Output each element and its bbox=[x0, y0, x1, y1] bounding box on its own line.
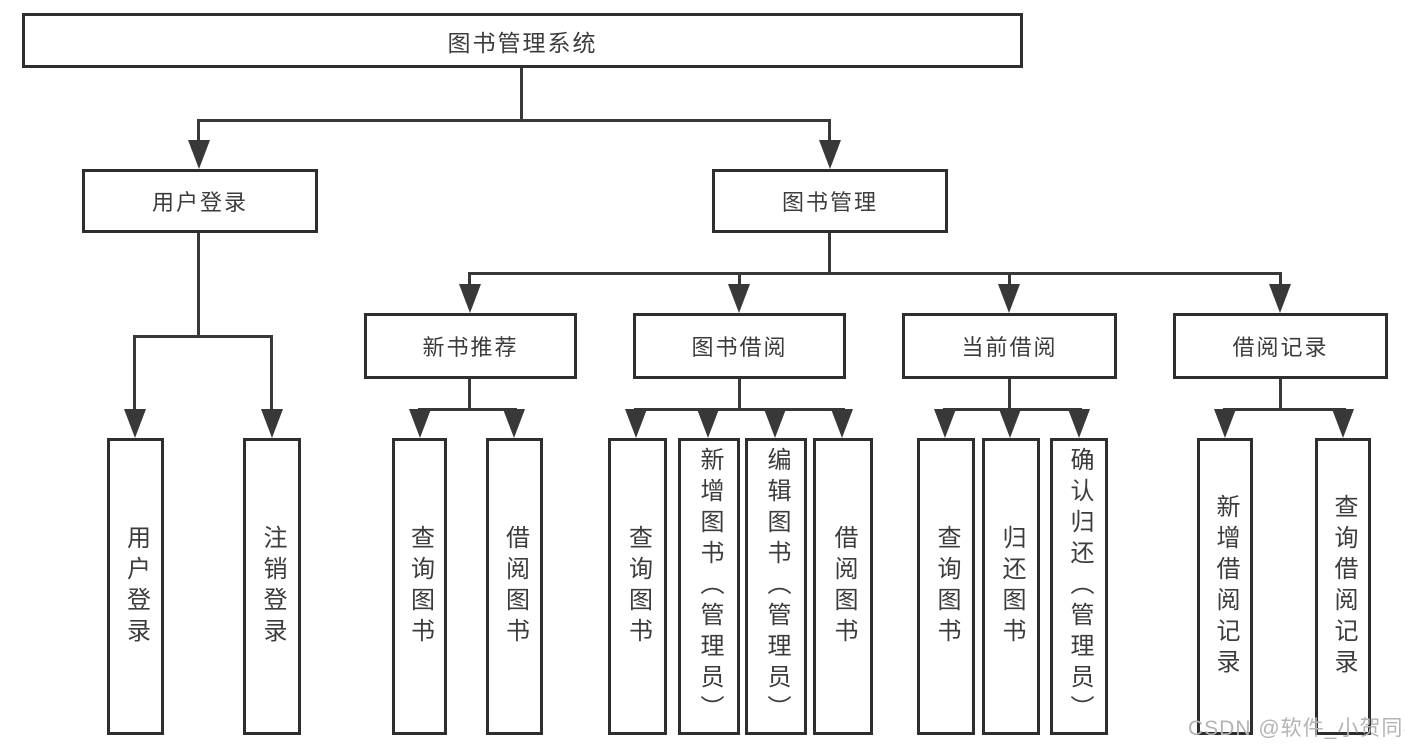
leaf-user-login-label: 用户登录 bbox=[122, 524, 150, 649]
node-current-borrow-label: 当前借阅 bbox=[961, 335, 1058, 360]
connector-vline bbox=[1008, 379, 1011, 410]
connector-vline bbox=[197, 119, 200, 151]
leaf-cb-confirm-return-label: 确认归还（管理员） bbox=[1066, 447, 1093, 726]
leaf-bb-add-book: 新增图书（管理员） bbox=[678, 438, 740, 735]
node-book-borrow-label: 图书借阅 bbox=[691, 335, 788, 360]
node-user-login-label: 用户登录 bbox=[151, 190, 248, 215]
arrowhead-down-icon bbox=[625, 409, 647, 438]
leaf-bb-query-book: 查询图书 bbox=[608, 438, 667, 735]
leaf-logout: 注销登录 bbox=[243, 438, 301, 735]
arrowhead-down-icon bbox=[261, 409, 283, 438]
leaf-bb-query-book-label: 查询图书 bbox=[624, 524, 652, 649]
node-new-book-recommend: 新书推荐 bbox=[364, 313, 577, 379]
connector-vline bbox=[270, 335, 273, 413]
csdn-watermark: CSDN @软件_小贺同学 bbox=[1188, 717, 1405, 740]
arrowhead-down-icon bbox=[697, 409, 719, 438]
arrowhead-down-icon bbox=[819, 140, 841, 169]
leaf-br-query-record-label: 查询借阅记录 bbox=[1330, 493, 1357, 680]
arrowhead-down-icon bbox=[503, 409, 525, 438]
node-book-borrow: 图书借阅 bbox=[633, 313, 846, 379]
leaf-br-add-record-label: 新增借阅记录 bbox=[1212, 493, 1239, 680]
connector-vline bbox=[1279, 272, 1282, 292]
node-borrow-records-label: 借阅记录 bbox=[1232, 335, 1329, 360]
leaf-br-add-record: 新增借阅记录 bbox=[1197, 438, 1253, 735]
connector-hline bbox=[1223, 408, 1346, 411]
node-book-management: 图书管理 bbox=[712, 169, 948, 233]
connector-hline bbox=[418, 408, 517, 411]
connector-vline bbox=[468, 272, 471, 292]
arrowhead-down-icon bbox=[934, 409, 956, 438]
leaf-bb-add-book-label: 新增图书（管理员） bbox=[696, 447, 723, 726]
arrowhead-down-icon bbox=[728, 284, 750, 313]
leaf-cb-return-book-label: 归还图书 bbox=[998, 524, 1025, 649]
arrowhead-down-icon bbox=[831, 409, 853, 438]
arrowhead-down-icon bbox=[459, 284, 481, 313]
connector-vline bbox=[1008, 272, 1011, 292]
leaf-rec-borrow-book: 借阅图书 bbox=[486, 438, 543, 735]
connector-vline bbox=[197, 233, 200, 337]
leaf-bb-edit-book-label: 编辑图书（管理员） bbox=[763, 447, 790, 726]
arrowhead-down-icon bbox=[1332, 409, 1354, 438]
leaf-user-login: 用户登录 bbox=[107, 438, 164, 735]
arrowhead-down-icon bbox=[998, 284, 1020, 313]
arrowhead-down-icon bbox=[999, 409, 1021, 438]
node-new-book-recommend-label: 新书推荐 bbox=[422, 335, 519, 360]
node-root: 图书管理系统 bbox=[22, 13, 1023, 68]
connector-vline bbox=[1279, 379, 1282, 410]
node-user-login: 用户登录 bbox=[82, 169, 318, 233]
leaf-cb-query-book-label: 查询图书 bbox=[933, 524, 960, 649]
connector-vline bbox=[133, 335, 136, 413]
connector-vline bbox=[828, 119, 831, 151]
connector-hline bbox=[197, 119, 831, 122]
leaf-logout-label: 注销登录 bbox=[259, 524, 286, 649]
node-current-borrow: 当前借阅 bbox=[902, 313, 1117, 379]
arrowhead-down-icon bbox=[764, 409, 786, 438]
leaf-cb-query-book: 查询图书 bbox=[917, 438, 975, 735]
arrowhead-down-icon bbox=[409, 409, 431, 438]
node-borrow-records: 借阅记录 bbox=[1173, 313, 1388, 379]
connector-vline bbox=[520, 68, 523, 120]
arrowhead-down-icon bbox=[124, 409, 146, 438]
connector-hline bbox=[634, 408, 845, 411]
node-book-management-label: 图书管理 bbox=[781, 190, 878, 215]
leaf-rec-borrow-book-label: 借阅图书 bbox=[501, 524, 529, 649]
arrowhead-down-icon bbox=[1269, 284, 1291, 313]
leaf-bb-edit-book: 编辑图书（管理员） bbox=[745, 438, 807, 735]
leaf-rec-query-book: 查询图书 bbox=[392, 438, 447, 735]
connector-hline bbox=[133, 335, 273, 338]
connector-vline bbox=[738, 379, 741, 410]
leaf-br-query-record: 查询借阅记录 bbox=[1315, 438, 1371, 735]
node-root-label: 图书管理系统 bbox=[447, 29, 598, 56]
connector-vline bbox=[468, 379, 471, 410]
arrowhead-down-icon bbox=[1068, 409, 1090, 438]
leaf-cb-return-book: 归还图书 bbox=[982, 438, 1040, 735]
leaf-rec-query-book-label: 查询图书 bbox=[406, 524, 434, 649]
connector-vline bbox=[828, 233, 831, 274]
arrowhead-down-icon bbox=[188, 140, 210, 169]
leaf-cb-confirm-return: 确认归还（管理员） bbox=[1050, 438, 1108, 735]
leaf-bb-borrow-book: 借阅图书 bbox=[813, 438, 873, 735]
connector-hline bbox=[468, 272, 1282, 275]
arrowhead-down-icon bbox=[1214, 409, 1236, 438]
connector-vline bbox=[738, 272, 741, 292]
leaf-bb-borrow-book-label: 借阅图书 bbox=[830, 524, 857, 649]
